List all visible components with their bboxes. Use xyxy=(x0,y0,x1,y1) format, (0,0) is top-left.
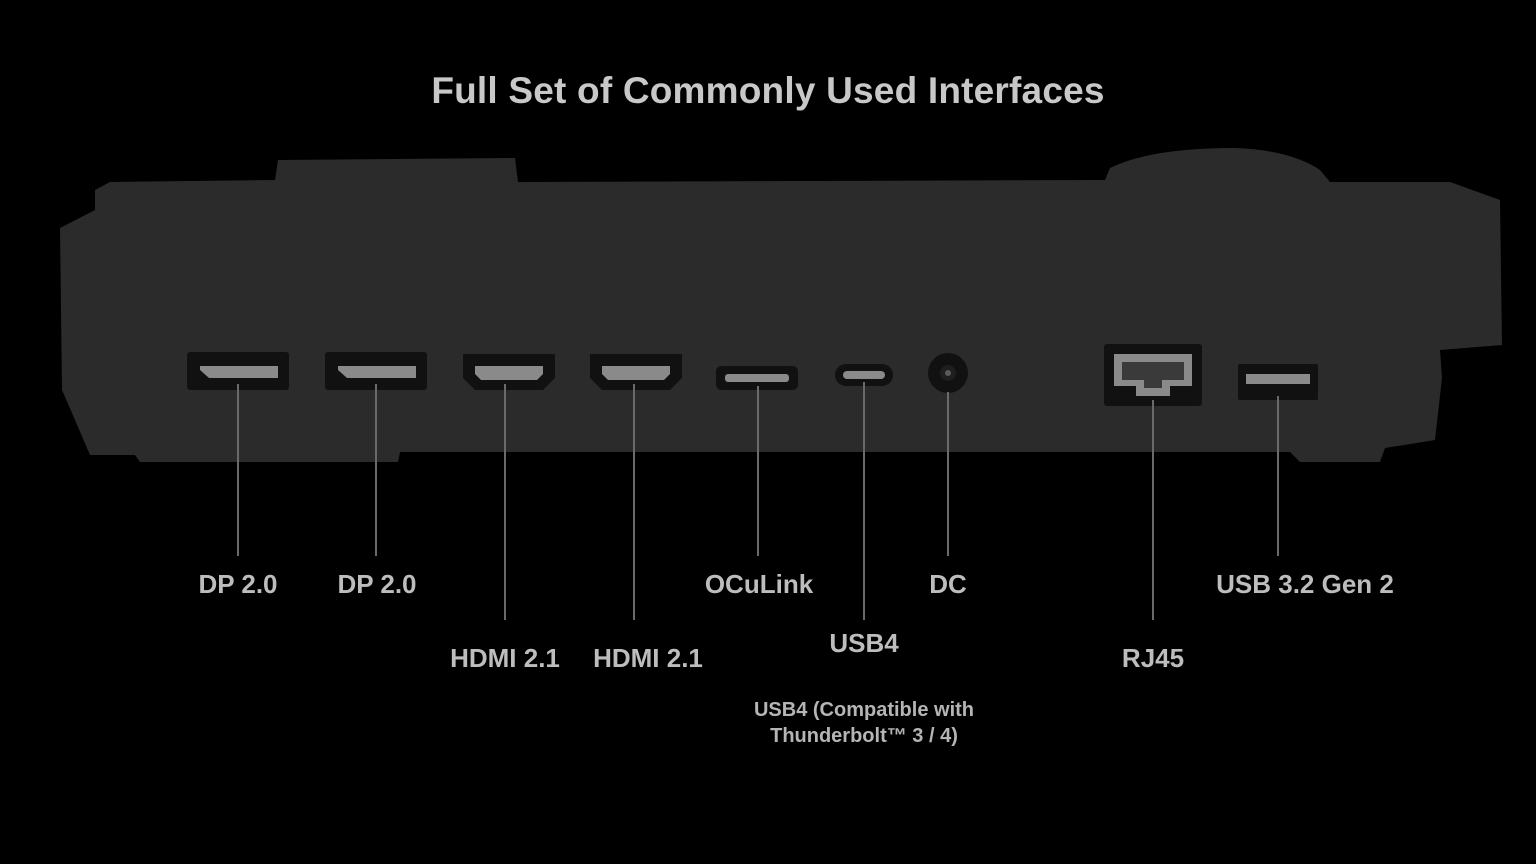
label-hdmi-1: HDMI 2.1 xyxy=(450,643,560,673)
label-usb32: USB 3.2 Gen 2 xyxy=(1216,569,1394,599)
usb4-note-line-1: USB4 (Compatible with xyxy=(753,699,975,721)
diagram-title: Full Set of Commonly Used Interfaces xyxy=(431,70,1105,111)
usb4-port xyxy=(835,364,893,386)
label-rj45: RJ45 xyxy=(1121,643,1185,673)
usb4-note-line-2: Thunderbolt™ 3 / 4) xyxy=(770,725,958,747)
label-dp-1: DP 2.0 xyxy=(198,569,278,599)
hdmi-port-2 xyxy=(590,354,682,390)
oculink-port xyxy=(716,366,798,390)
dp-port-1 xyxy=(187,352,289,390)
usb-a-port xyxy=(1238,364,1318,400)
label-hdmi-2: HDMI 2.1 xyxy=(593,643,703,673)
dp-port-2 xyxy=(325,352,427,390)
device-body xyxy=(60,148,1502,462)
leader-lines xyxy=(237,382,1279,620)
label-usb4: USB4 xyxy=(829,628,899,658)
usb4-compatibility-note: USB4 (Compatible with Thunderbolt™ 3 / 4… xyxy=(754,697,974,749)
label-oculink: OCuLink xyxy=(704,569,814,599)
rj45-port xyxy=(1104,344,1202,406)
hdmi-port-1 xyxy=(463,354,555,390)
label-dc: DC xyxy=(929,569,967,599)
dc-jack xyxy=(928,353,968,393)
label-dp-2: DP 2.0 xyxy=(337,569,417,599)
